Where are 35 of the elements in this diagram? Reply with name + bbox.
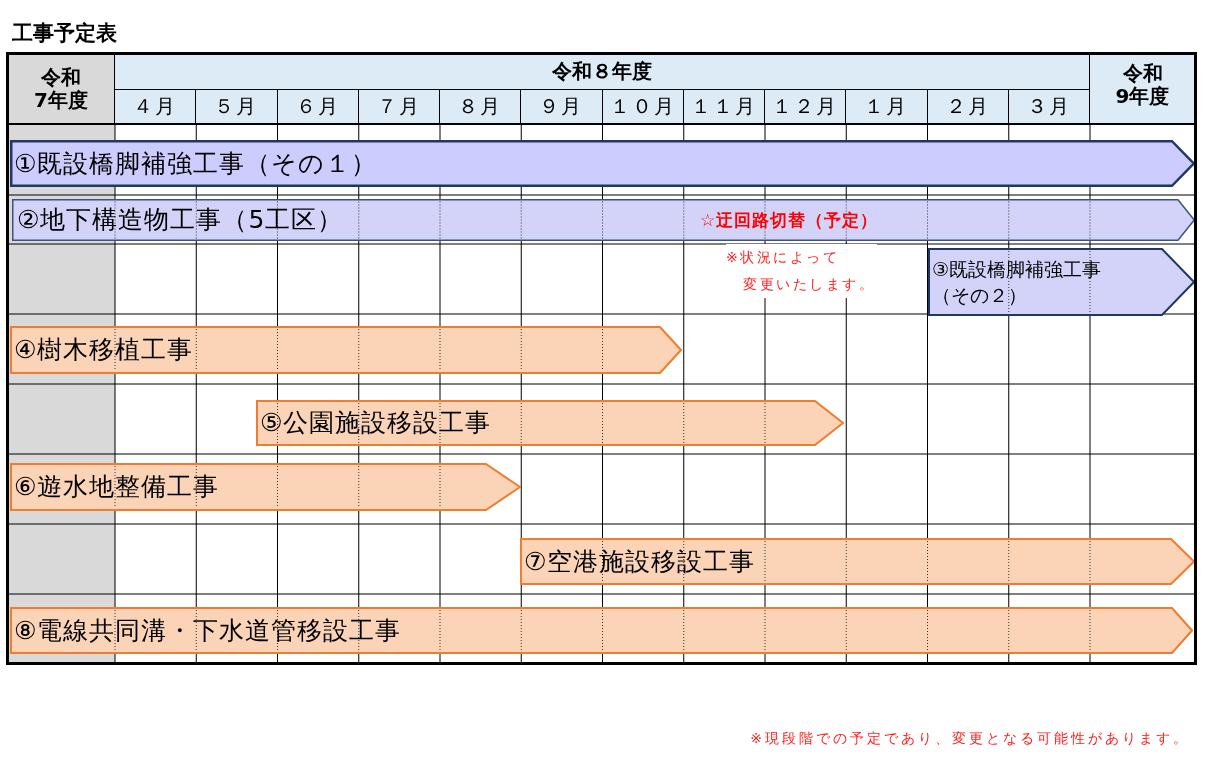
gantt-bar — [10, 140, 1195, 187]
month-header: ６月 — [277, 90, 359, 125]
footnote: ※現段階での予定であり、変更となる可能性があります。 — [750, 729, 1190, 748]
bar-label: ⑤公園施設移設工事 — [260, 408, 492, 438]
gantt-bar — [10, 463, 521, 511]
gantt-bar — [928, 248, 1195, 316]
chart-title: 工事予定表 — [12, 20, 117, 46]
month-header: ８月 — [440, 90, 522, 125]
month-header: １１月 — [683, 90, 765, 125]
gantt-bar — [12, 199, 1195, 241]
bar-label: ④樹木移植工事 — [14, 335, 194, 365]
month-header: ９月 — [521, 90, 603, 125]
year-header: 令和7年度 — [8, 54, 115, 125]
month-header: １２月 — [765, 90, 847, 125]
bar-label: ⑦空港施設移設工事 — [524, 546, 756, 577]
month-header: ３月 — [1008, 90, 1090, 125]
year-header: 令和9年度 — [1090, 54, 1195, 125]
milestone-note: ☆迂回路切替（予定） — [700, 209, 879, 232]
month-header: ４月 — [115, 90, 197, 125]
gantt-bar — [10, 607, 1193, 654]
bar-label: ②地下構造物工事（5工区） — [17, 205, 344, 235]
remark-note: ※状況によって変更いたします。 — [726, 244, 877, 298]
month-header: １月 — [846, 90, 928, 125]
bar-label: ⑥遊水地整備工事 — [14, 472, 220, 502]
bar-label: ③既設橋脚補強工事（その２） — [932, 257, 1103, 308]
month-header: ２月 — [927, 90, 1009, 125]
bar-label: ⑧電線共同溝・下水道管移設工事 — [14, 615, 402, 646]
gantt-bar — [10, 326, 682, 374]
gantt-bar — [520, 538, 1195, 585]
year-header: 令和８年度 — [115, 54, 1090, 90]
month-header: ５月 — [196, 90, 278, 125]
month-header: １０月 — [602, 90, 684, 125]
gantt-bar — [256, 400, 844, 446]
bar-label: ①既設橋脚補強工事（その１） — [14, 148, 378, 179]
month-header: ７月 — [358, 90, 440, 125]
